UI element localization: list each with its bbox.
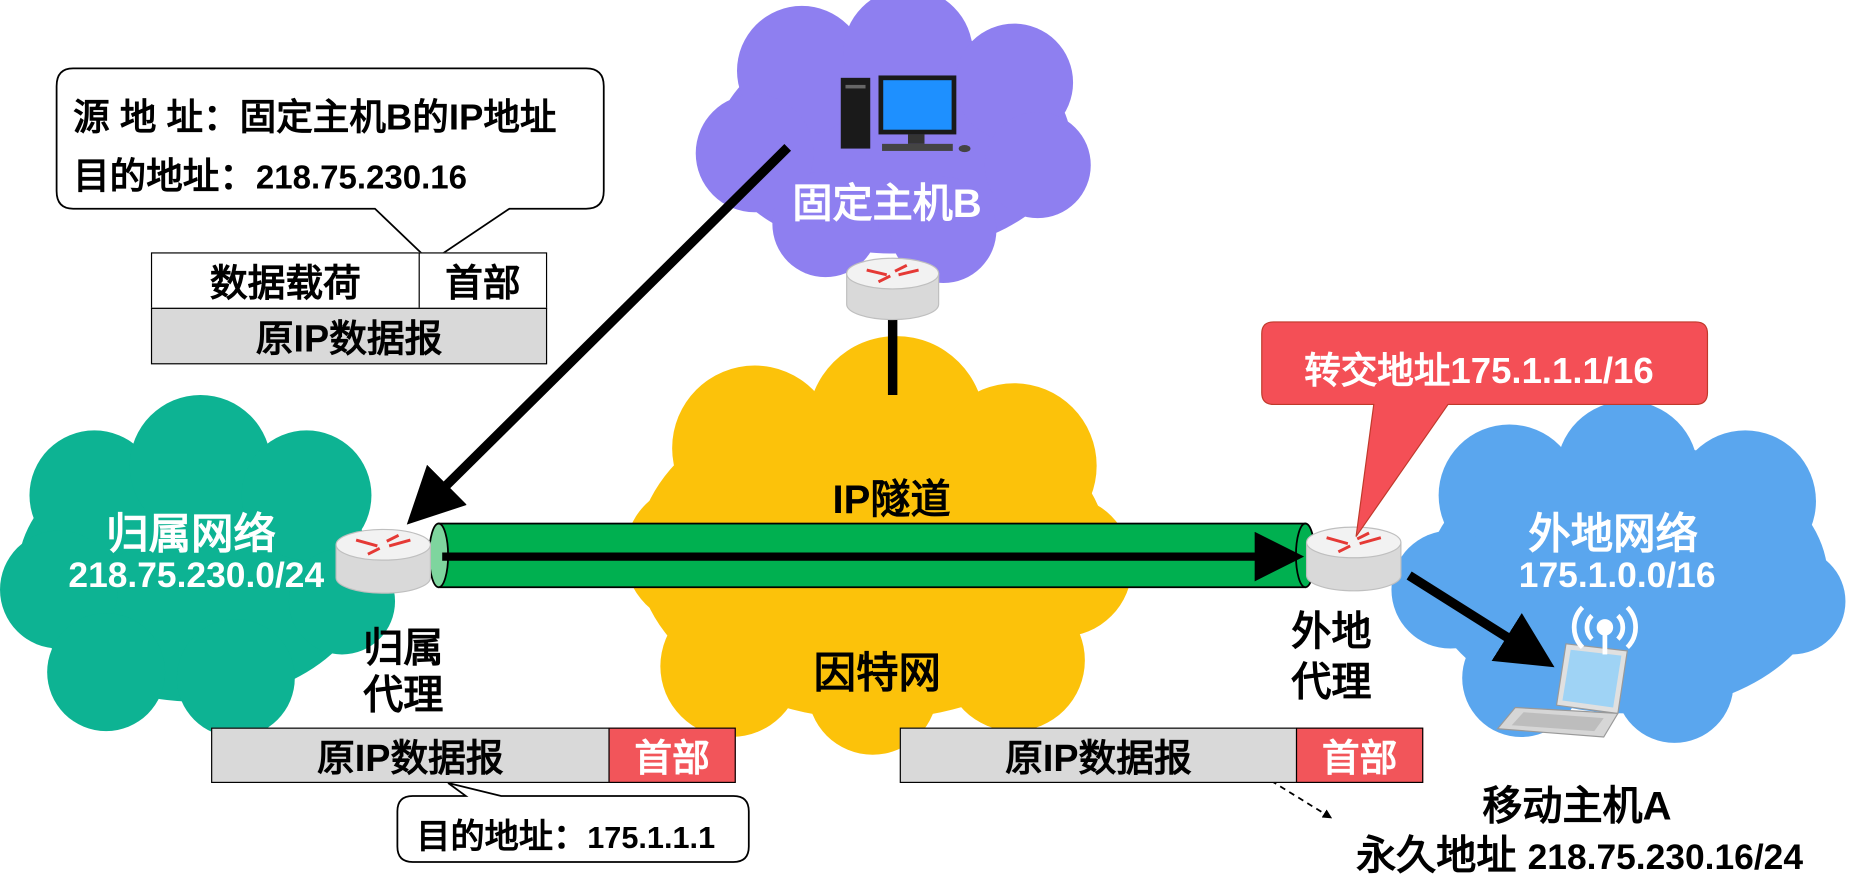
foreign-network-label: 外地网络 [1528, 509, 1699, 558]
original-payload-cell: 数据载荷 [150, 252, 420, 309]
internet-cloud [624, 336, 1133, 755]
tunnel-datagram-left-header: 首部 [608, 727, 736, 783]
foreign-network-subnet: 175.1.0.0/16 [1518, 556, 1716, 596]
tunnel-dest-line: 目的地址：175.1.1.1 [416, 809, 715, 859]
source-address-value: 固定主机B的IP地址 [239, 96, 557, 138]
original-datagram-caption: 原IP数据报 [150, 307, 548, 365]
home-network-subnet: 218.75.230.0/24 [68, 556, 325, 596]
home-network-cloud [0, 395, 396, 738]
tunnel-dest-value: 175.1.1.1 [587, 819, 716, 855]
care-of-address-text: 转交地址175.1.1.1/16 [1304, 350, 1654, 392]
mobile-host-label: 移动主机A [1482, 784, 1672, 829]
dest-callout-bubble [396, 782, 750, 863]
arrow-foreign-agent-to-mobile [1406, 571, 1555, 668]
home-agent-label-1: 归属 [363, 626, 444, 671]
tunnel-datagram-left-body: 原IP数据报 [211, 727, 610, 783]
wireless-signal-icon [1571, 605, 1638, 655]
home-agent-label-2: 代理 [363, 673, 444, 719]
top-callout-bubble [55, 67, 605, 263]
laptop-icon [1496, 643, 1628, 738]
fixed-host-cloud [695, 0, 1091, 284]
foreign-agent-label-2: 代理 [1291, 660, 1372, 706]
tunnel-dest-label: 目的地址： [416, 818, 588, 857]
foreign-agent-router [1305, 526, 1402, 592]
fixed-host-label: 固定主机B [792, 181, 982, 227]
original-header-cell: 首部 [418, 252, 548, 309]
tunnel-datagram-right-header: 首部 [1295, 727, 1424, 783]
dest-address-value: 218.75.230.16 [255, 159, 468, 196]
foreign-agent-label-1: 外地 [1291, 609, 1372, 655]
mobile-host-permanent-address: 永久地址 218.75.230.16/24 [1356, 823, 1803, 881]
arrow-host-to-home-agent [406, 144, 792, 525]
tunnel-datagram-right-body: 原IP数据报 [899, 727, 1298, 783]
internet-label: 因特网 [813, 648, 942, 697]
dest-address-label: 目的地址： [73, 155, 256, 197]
source-address-line: 源 地 址：固定主机B的IP地址 [73, 87, 556, 140]
desktop-computer-icon [840, 75, 971, 153]
home-agent-router [335, 528, 431, 594]
dest-address-line: 目的地址：218.75.230.16 [73, 146, 467, 199]
ip-tunnel-label: IP隧道 [832, 477, 951, 523]
care-of-callout-bubble [1261, 321, 1709, 537]
source-address-label: 源 地 址： [73, 96, 240, 138]
permanent-address-value: 218.75.230.16/24 [1527, 838, 1804, 878]
permanent-address-label: 永久地址 [1356, 833, 1517, 879]
home-network-label: 归属网络 [106, 509, 276, 558]
router-b [846, 257, 940, 321]
